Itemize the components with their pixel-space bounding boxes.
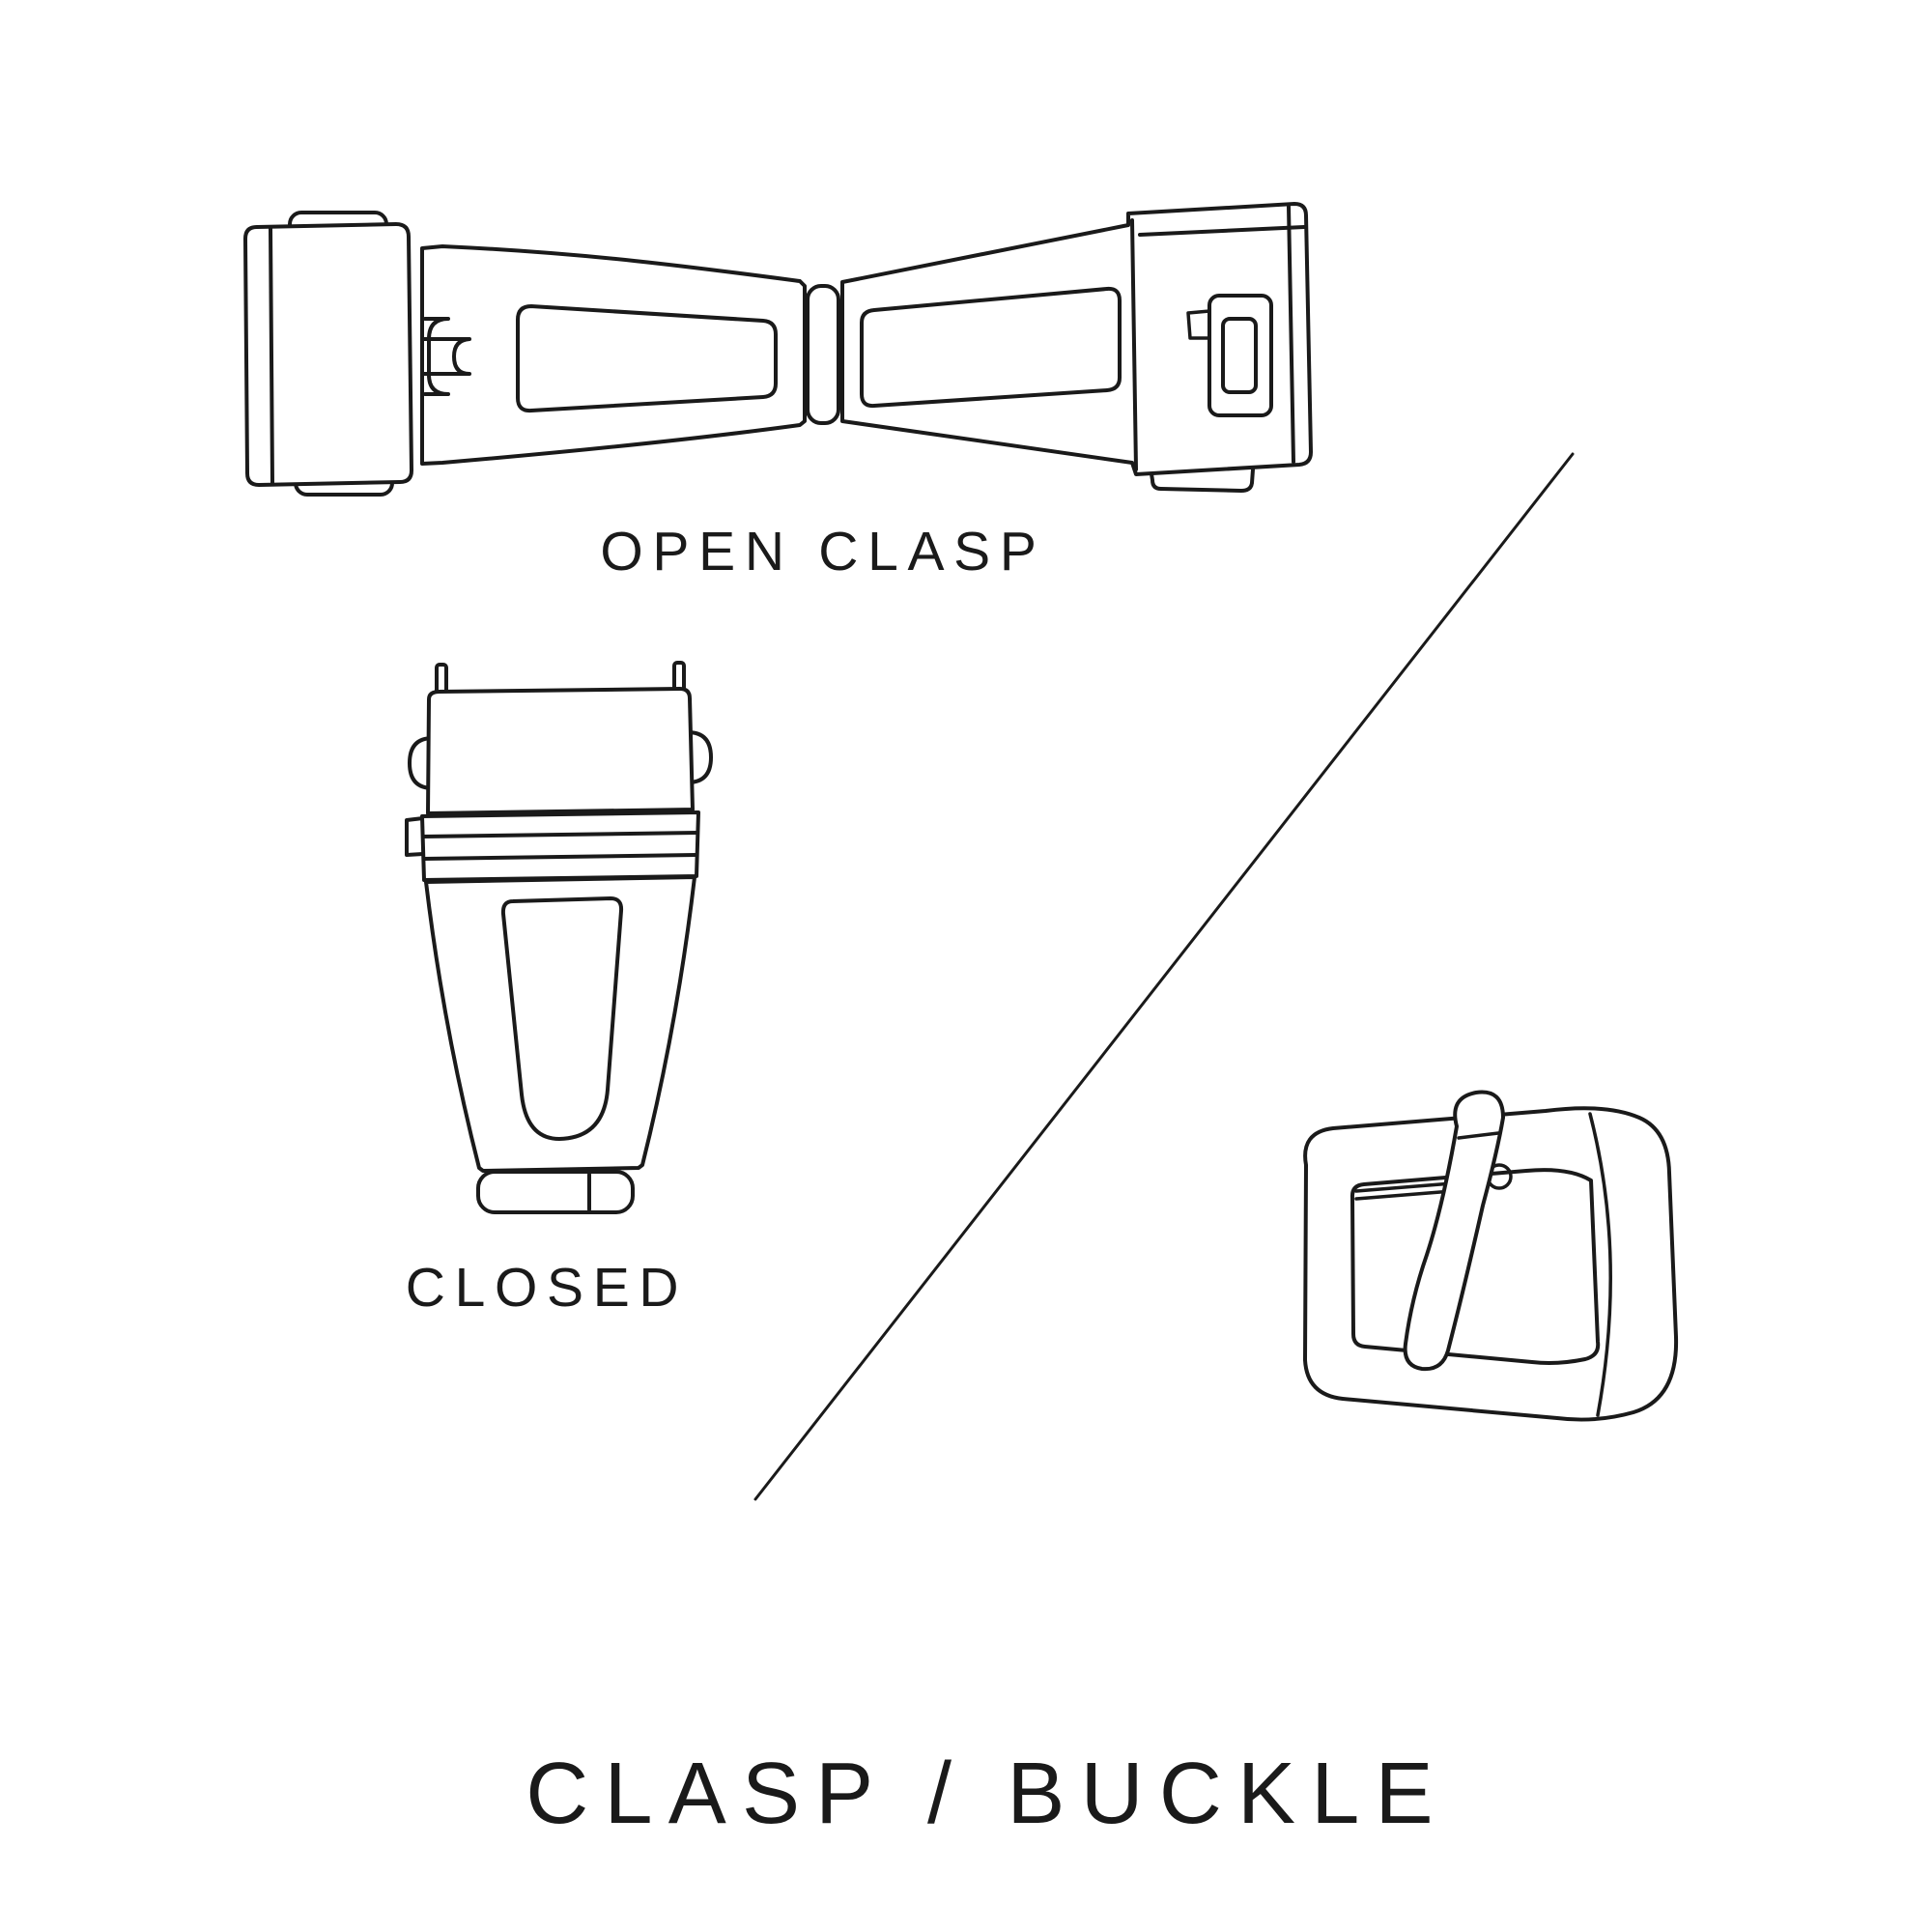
- closed-label: CLOSED: [405, 1257, 689, 1319]
- buckle-illustration: [1303, 1090, 1679, 1422]
- divider-line: [753, 452, 1575, 1501]
- open-clasp-label: OPEN CLASP: [600, 521, 1046, 582]
- closed-clasp-illustration: [405, 661, 713, 1214]
- page-title: CLASP / BUCKLE: [526, 1746, 1449, 1842]
- open-clasp-illustration: [243, 202, 1313, 497]
